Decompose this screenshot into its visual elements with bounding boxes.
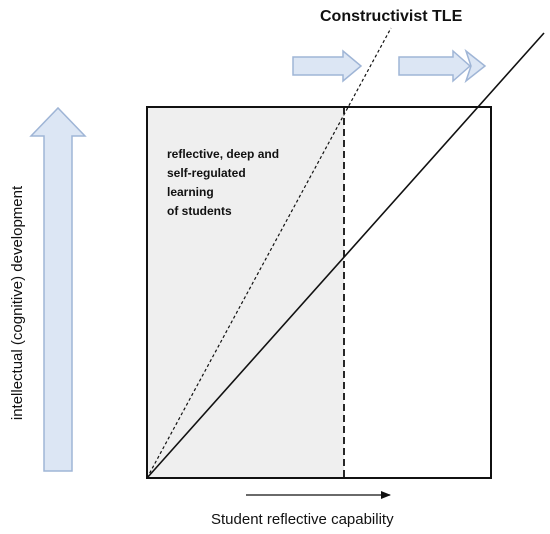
x-axis-label: Student reflective capability (211, 511, 394, 528)
diagram-title: Constructivist TLE (320, 8, 463, 25)
y-axis-label: intellectual (cognitive) development (9, 185, 26, 420)
region-label-line-3: learning (167, 185, 214, 199)
outer-box (146, 106, 492, 479)
region-label-line-1: reflective, deep and (167, 147, 279, 161)
region-label-line-4: of students (167, 204, 232, 218)
diagonal-dashed-line (146, 27, 392, 479)
shaded-region (147, 107, 344, 478)
double-right-arrow-icon (398, 48, 487, 84)
region-label-line-2: self-regulated (167, 166, 246, 180)
right-arrow-icon (292, 49, 363, 83)
up-arrow-icon (29, 106, 87, 472)
diagonal-solid-line (146, 32, 545, 479)
